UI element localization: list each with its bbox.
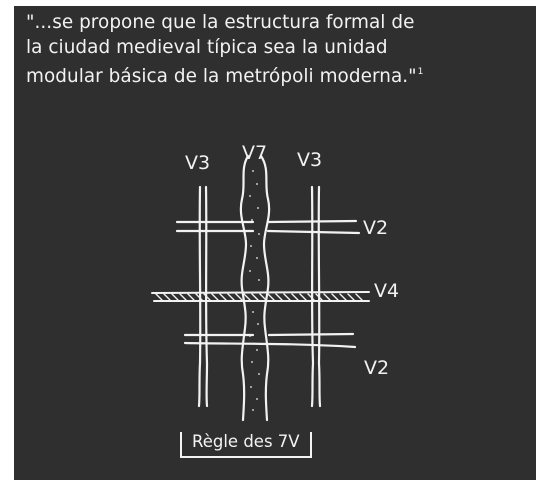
right-street-line-b (317, 185, 322, 408)
footnote-marker: 1 (417, 67, 424, 77)
label-v3-right: V3 (297, 149, 322, 171)
label-v3-left: V3 (185, 152, 210, 174)
seven-v-sketch: V3 V7 V3 V2 V4 V2 (151, 142, 399, 422)
v7-street-left-edge (239, 154, 250, 422)
quote-line-1: "...se propone que la estructura formal … (26, 12, 415, 33)
v4-boulevard (151, 291, 370, 302)
quote-line-3: modular básica de la metrópoli moderna."… (26, 60, 526, 89)
label-v4: V4 (374, 280, 399, 302)
v7-street-right-edge (259, 154, 271, 422)
lower-v2-line-b (183, 341, 357, 349)
quote-panel: "...se propone que la estructura formal … (14, 6, 536, 480)
label-v2-lower: V2 (364, 357, 389, 379)
upper-v2-line-a (175, 219, 358, 224)
left-street-line-b (204, 185, 209, 408)
quote-line-2: la ciudad medieval típica sea la unidad (26, 37, 388, 58)
diagram-caption: Règle des 7V (180, 432, 312, 458)
quote-text: "...se propone que la estructura formal … (26, 10, 526, 89)
left-street-line-a (197, 185, 202, 408)
v7-stipple (249, 170, 260, 411)
label-v7: V7 (242, 142, 267, 164)
lower-v2-line-a (183, 332, 355, 337)
upper-v2-line-b (175, 229, 361, 235)
right-street-line-a (310, 185, 315, 408)
quote-line-3-text: modular básica de la metrópoli moderna." (26, 66, 417, 87)
label-v2-upper: V2 (363, 217, 388, 239)
